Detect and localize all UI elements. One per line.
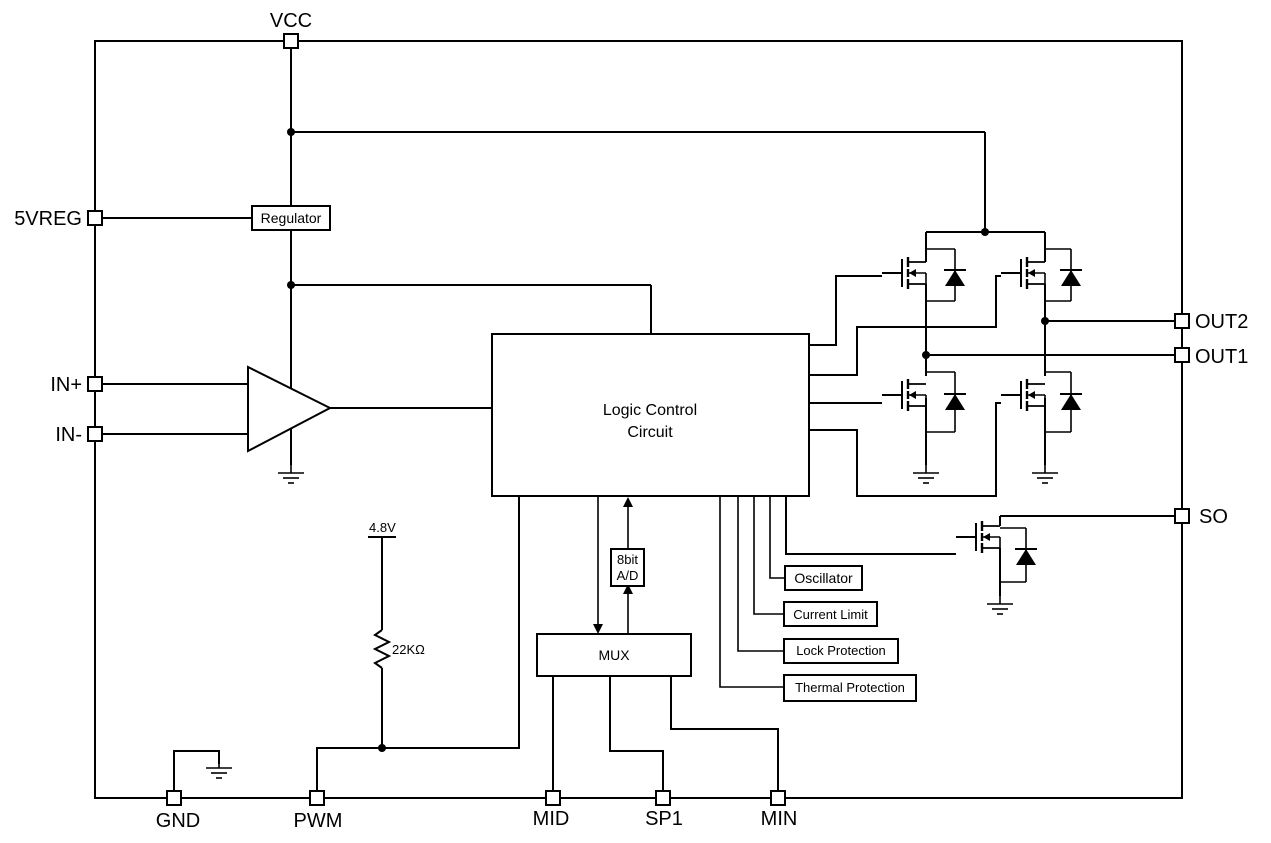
- mux-label: MUX: [598, 647, 630, 663]
- pin-out2-label: OUT2: [1195, 311, 1248, 333]
- pin-in-minus: IN-: [55, 424, 103, 446]
- logic-control-label-line1: Logic Control: [603, 402, 697, 419]
- thermal-protection-block: Thermal Protection: [783, 674, 917, 702]
- pin-min: MIN: [761, 790, 798, 830]
- pin-out1-label: OUT1: [1195, 346, 1248, 368]
- regulator-label: Regulator: [261, 210, 322, 226]
- ground-icon: [277, 464, 305, 484]
- pin-gnd-label: GND: [156, 810, 200, 832]
- adc-label-line2: A/D: [617, 568, 639, 583]
- pin-mid-label: MID: [533, 808, 570, 830]
- ground-icon: [912, 464, 940, 484]
- pin-vcc: VCC: [270, 10, 312, 49]
- pullup-voltage-label: 4.8V: [369, 520, 396, 535]
- adc-label-line1: 8bit: [617, 552, 638, 567]
- current-limit-label: Current Limit: [793, 607, 868, 622]
- pin-mid: MID: [533, 790, 570, 830]
- diode-icon: [1059, 269, 1083, 287]
- pin-so-label: SO: [1199, 506, 1228, 528]
- current-limit-block: Current Limit: [783, 601, 878, 627]
- diode-icon: [1059, 393, 1083, 411]
- oscillator-label: Oscillator: [794, 570, 853, 586]
- pin-in-minus-label: IN-: [55, 424, 82, 446]
- lock-protection-label: Lock Protection: [796, 643, 886, 658]
- pin-pwm: PWM: [294, 790, 343, 832]
- pin-sp1-label: SP1: [645, 808, 683, 830]
- pin-vcc-label: VCC: [270, 10, 312, 32]
- lock-protection-block: Lock Protection: [783, 638, 899, 664]
- adc-block: 8bit A/D: [610, 548, 645, 587]
- pin-out2: OUT2: [1174, 311, 1248, 333]
- thermal-protection-label: Thermal Protection: [795, 680, 905, 695]
- ground-icon: [205, 759, 233, 779]
- logic-control-label-line2: Circuit: [627, 424, 673, 441]
- regulator-block: Regulator: [251, 205, 331, 231]
- pin-so: SO: [1174, 506, 1228, 528]
- pin-in-plus-label: IN+: [50, 374, 82, 396]
- chip-outline: [94, 40, 1183, 799]
- resistor-icon: [372, 629, 392, 669]
- pin-out1: OUT1: [1174, 346, 1248, 368]
- pin-gnd: GND: [156, 790, 200, 832]
- pin-in-plus: IN+: [50, 374, 103, 396]
- pin-pwm-label: PWM: [294, 810, 343, 832]
- diode-icon: [943, 393, 967, 411]
- mux-block: MUX: [536, 633, 692, 677]
- ground-icon: [1031, 464, 1059, 484]
- pin-5vreg: 5VREG: [14, 208, 103, 230]
- pin-min-label: MIN: [761, 808, 798, 830]
- resistor-value-label: 22KΩ: [392, 642, 425, 657]
- comparator-icon: [247, 365, 333, 453]
- pin-5vreg-label: 5VREG: [14, 208, 82, 230]
- pin-sp1: SP1: [645, 790, 683, 830]
- logic-control-block: Logic Control Circuit: [491, 333, 810, 497]
- diode-icon: [1014, 548, 1038, 566]
- diode-icon: [943, 269, 967, 287]
- ground-icon: [986, 595, 1014, 615]
- oscillator-block: Oscillator: [784, 565, 863, 591]
